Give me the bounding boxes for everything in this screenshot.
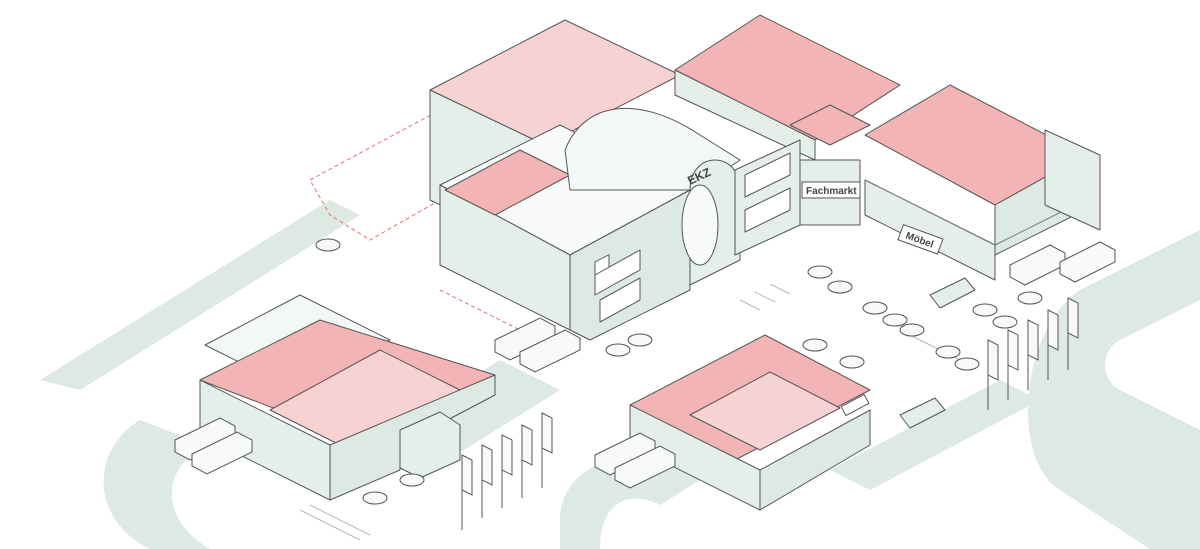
road-right	[1027, 230, 1200, 549]
car-icon	[627, 333, 653, 347]
cart-shelter-right	[899, 397, 946, 429]
fachmarkt-sign-board	[801, 181, 861, 199]
car-icon	[605, 343, 631, 357]
car-icon	[362, 491, 388, 505]
flag-icon	[481, 444, 493, 518]
car-icon	[935, 345, 961, 359]
truck-icon	[1059, 241, 1116, 283]
ekz-right-wing-windows	[744, 152, 791, 233]
fachmarkt-sign-text: Fachmarkt	[806, 186, 857, 197]
truck-icon	[519, 329, 581, 373]
supermarkt-sign-board	[840, 393, 870, 417]
trucks	[174, 241, 1116, 489]
cars	[315, 238, 1043, 505]
truck-icon	[191, 431, 253, 475]
car-icon	[1017, 291, 1043, 305]
flag-icon	[501, 434, 513, 508]
fachmarkt-interior	[789, 104, 871, 146]
car-icon	[954, 357, 980, 371]
car-icon	[899, 323, 925, 337]
flag-icon	[461, 454, 473, 530]
car-icon	[807, 265, 833, 279]
flag-icon	[987, 339, 999, 410]
flag-icon	[521, 424, 533, 498]
flag-icon	[1027, 319, 1039, 390]
baumarkt-canopy	[399, 411, 461, 479]
flag-icon	[541, 412, 553, 488]
car-icon	[882, 313, 908, 327]
car-icon	[839, 355, 865, 369]
car-icon	[399, 473, 425, 487]
supermarkt-floor	[689, 371, 841, 451]
ekz-upper-wing-interior	[674, 14, 901, 141]
car-icon	[972, 303, 998, 317]
moebel-tower	[1044, 129, 1101, 231]
flag-icon	[1047, 309, 1059, 380]
car-icon	[827, 280, 853, 294]
car-icon	[802, 338, 828, 352]
flag-icon	[1007, 329, 1019, 400]
truck-icon	[1009, 244, 1066, 286]
car-icon	[315, 238, 341, 252]
flag-icon	[1067, 297, 1079, 370]
ekz-glass-cylinder	[681, 184, 719, 266]
ekz-shopping-center	[429, 14, 1101, 341]
flags	[461, 297, 1079, 530]
car-icon	[862, 301, 888, 315]
supermarkt-wall-right	[759, 409, 871, 511]
cart-shelter-top	[929, 277, 976, 309]
baumarkt-building	[199, 294, 496, 501]
road-left-loop	[40, 200, 360, 390]
supermarkt-building	[629, 277, 976, 511]
car-icon	[992, 315, 1018, 329]
truck-icon	[614, 445, 676, 489]
road-bottom-loop	[560, 458, 700, 549]
ekz-window-row	[594, 249, 641, 323]
